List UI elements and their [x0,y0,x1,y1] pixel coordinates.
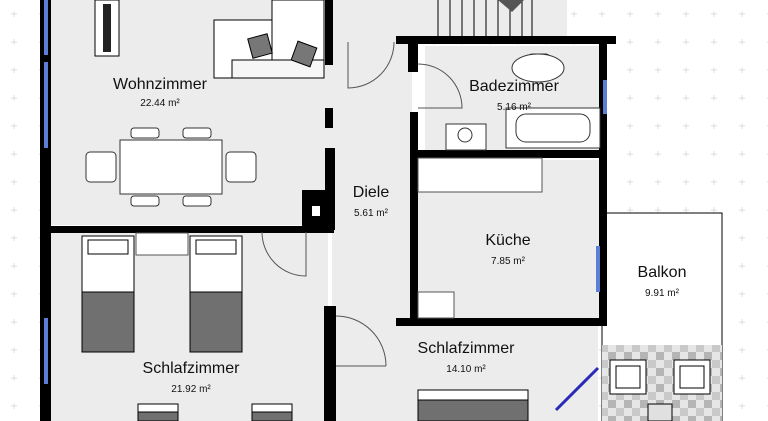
room-name-schlafzimmer-1: Schlafzimmer [142,360,240,377]
kitchen-counter [417,157,543,193]
toilet [511,53,565,83]
room-area-wohnzimmer: 22.44 m² [140,98,180,109]
staircase [437,0,533,36]
bed-2 [189,235,243,353]
room-area-schlafzimmer-2: 14.10 m² [446,364,486,375]
walls [40,0,616,421]
room-area-diele: 5.61 m² [354,208,388,219]
room-area-schlafzimmer-1: 21.92 m² [171,384,211,395]
windows [44,0,607,384]
room-area-badezimmer: 5.16 m² [497,102,531,113]
double-bed [417,389,529,421]
bed-1 [81,235,135,353]
room-name-diele: Diele [352,184,390,201]
room-name-balkon: Balkon [637,264,687,281]
room-area-balkon: 9.91 m² [645,288,679,299]
balcony-door-line [554,366,600,412]
tv-unit [94,0,120,57]
balcony-chairs [609,359,711,421]
kitchen-appliance [417,291,455,319]
sofa [213,0,325,79]
room-name-schlafzimmer-2: Schlafzimmer [417,340,515,357]
door-arcs [261,41,463,367]
stair-arrow [498,0,524,12]
dining-table [85,127,257,207]
room-name-wohnzimmer: Wohnzimmer [113,76,207,93]
desk [135,232,189,256]
room-name-kueche: Küche [485,232,531,249]
wall-niche [312,206,320,216]
bed-3 [137,403,179,421]
room-area-kueche: 7.85 m² [491,256,525,267]
bed-4 [251,403,293,421]
sink [445,123,487,151]
bathtub [505,107,601,149]
room-name-badezimmer: Badezimmer [469,78,559,95]
